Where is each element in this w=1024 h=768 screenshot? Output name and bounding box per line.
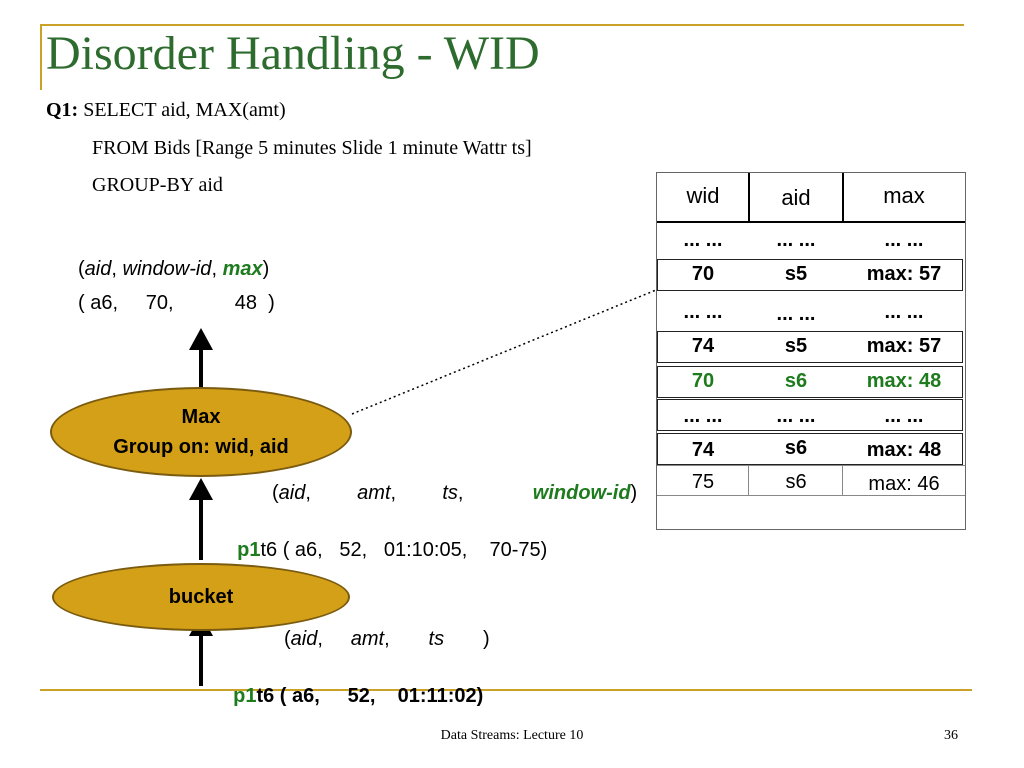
window-state-table: wid aid max ... ... ... ... ... ... 70 s… — [656, 172, 966, 530]
table-cell-aid: s6 — [785, 471, 807, 493]
table-col-divider-2 — [842, 465, 843, 495]
table-cell-aid: ... ... — [776, 303, 816, 325]
table-cell-aid: ... ... — [776, 229, 816, 251]
table-cell-wid: 70 — [691, 263, 715, 285]
field-aid: aid — [84, 258, 112, 280]
table-cell-max: max: 46 — [868, 473, 940, 495]
query-line-3: GROUP-BY aid — [92, 174, 223, 196]
table-row-box — [657, 399, 963, 431]
table-cell-wid: ... ... — [683, 229, 723, 251]
max-operator: Max Group on: wid, aid — [50, 387, 352, 477]
table-cell-max: ... ... — [884, 301, 924, 323]
table-cell-aid: ... ... — [776, 405, 816, 427]
table-cell-wid: 74 — [691, 335, 715, 357]
table-cell-wid: ... ... — [683, 405, 723, 427]
mid-tuple-row: p1t6 ( a6, 52, 01:10:05, 70-75) — [226, 516, 547, 562]
table-header-max: max — [883, 183, 925, 208]
output-tuple-value: ( a6, 70, 48 ) — [78, 292, 275, 314]
arrow-up-top — [189, 328, 213, 388]
query-label: Q1: — [46, 99, 79, 121]
table-cell-wid: 70 — [691, 370, 715, 392]
table-col-divider-1 — [748, 465, 749, 495]
query-select: SELECT aid, MAX(amt) — [83, 99, 286, 121]
low-row-text: t6 ( a6, 52, 01:11:02) — [256, 685, 484, 707]
table-cell-aid: s6 — [784, 437, 808, 459]
table-header-col-divider-2 — [842, 173, 844, 221]
top-rule — [40, 24, 964, 26]
mid-row-text: t6 ( a6, 52, 01:10:05, 70-75) — [260, 539, 548, 561]
table-cell-wid: 75 — [691, 471, 715, 493]
table-header-wid: wid — [686, 183, 720, 208]
table-cell-max: max: 57 — [866, 263, 942, 285]
table-header-divider — [657, 221, 965, 223]
table-cell-aid: s5 — [784, 263, 808, 285]
table-cell-max: max: 57 — [866, 335, 942, 357]
table-cell-aid: s6 — [784, 370, 808, 392]
footer-text: Data Streams: Lecture 10 — [440, 728, 584, 743]
arrow-up-middle — [189, 478, 213, 560]
query-line-2: FROM Bids [Range 5 minutes Slide 1 minut… — [92, 137, 532, 159]
mid-row-label: p1 — [237, 539, 261, 561]
table-cell-max: ... ... — [884, 405, 924, 427]
bottom-rule — [40, 689, 972, 691]
query-line-1: Q1: SELECT aid, MAX(amt) — [46, 99, 286, 122]
bucket-operator: bucket — [52, 563, 350, 631]
table-header-col-divider-1 — [748, 173, 750, 221]
table-row-box — [657, 366, 963, 398]
table-cell-max: max: 48 — [866, 370, 942, 392]
table-cell-wid: ... ... — [683, 301, 723, 323]
field-window-id-new: window-id — [532, 482, 631, 504]
table-row-box — [657, 331, 963, 363]
output-tuple-header: (aid, window-id, max) — [78, 258, 270, 280]
field-max: max — [222, 258, 263, 280]
table-row-divider — [657, 465, 965, 466]
table-cell-max: max: 48 — [866, 439, 942, 461]
table-cell-wid: 74 — [691, 439, 715, 461]
slide-title: Disorder Handling - WID — [46, 27, 540, 80]
max-operator-group: Group on: wid, aid — [113, 436, 289, 458]
field-window-id: window-id — [122, 258, 212, 280]
page-number: 36 — [944, 728, 958, 743]
left-rule — [40, 24, 42, 90]
table-row-box — [657, 259, 963, 291]
table-cell-aid: s5 — [784, 335, 808, 357]
max-operator-label: Max — [181, 406, 221, 428]
low-tuple-row: p1t6 ( a6, 52, 01:11:02) — [222, 662, 483, 708]
table-row-divider — [657, 495, 965, 496]
table-header-aid: aid — [781, 185, 811, 210]
table-cell-max: ... ... — [884, 229, 924, 251]
mid-tuple-header: (aid, amt, ts, window-id) — [272, 482, 638, 504]
low-tuple-header: (aid, amt, ts ) — [284, 628, 490, 650]
bucket-operator-label: bucket — [168, 586, 234, 608]
dotted-connector — [351, 289, 657, 415]
low-row-label: p1 — [233, 685, 257, 707]
table-row-box — [657, 433, 963, 465]
